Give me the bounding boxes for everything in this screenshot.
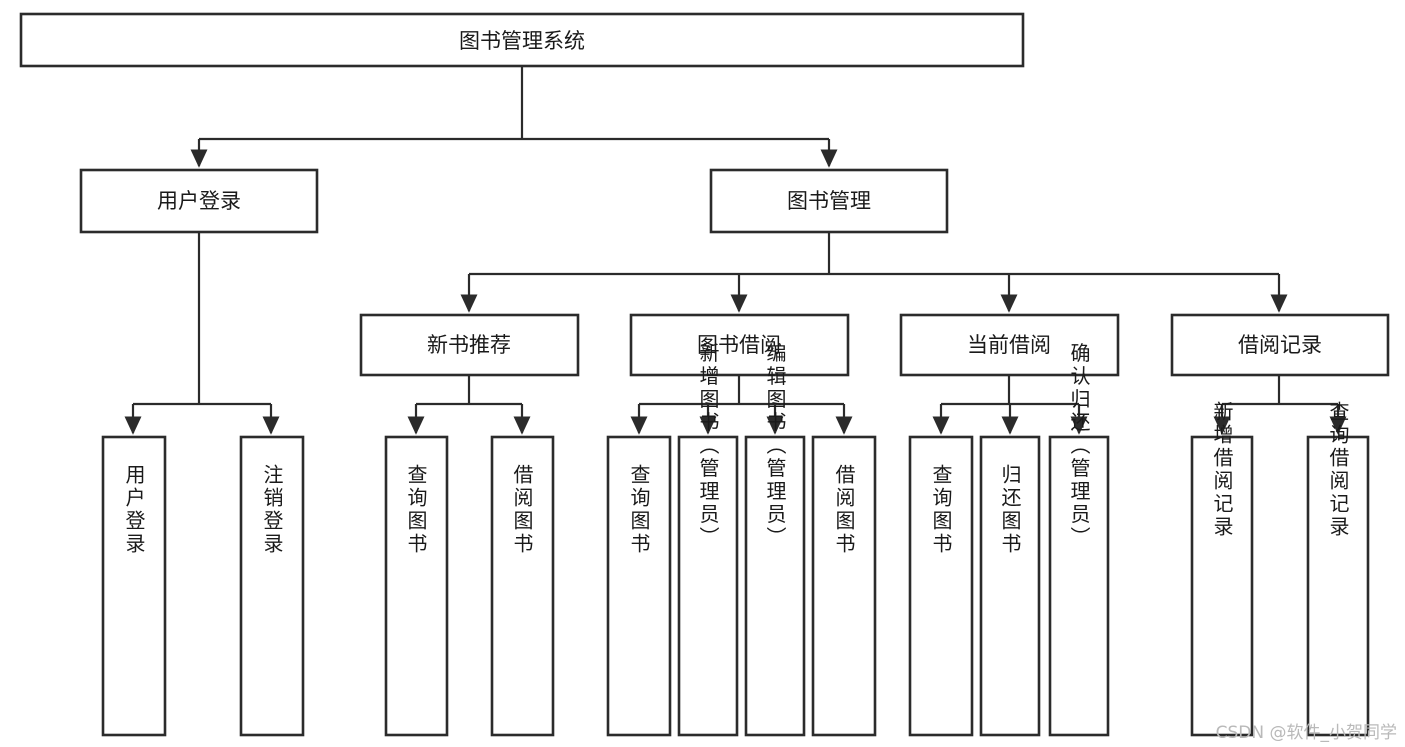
leaf-logout-login-label: 注销登录 — [260, 464, 284, 556]
leaf-query-book-2-label: 查询图书 — [627, 464, 651, 556]
leaf-edit-book-box[interactable] — [744, 435, 806, 737]
node-leaf-query-book-1[interactable]: 查询图书 — [384, 435, 449, 737]
leaf-add-book-label: 新增图书（管理员） — [696, 342, 720, 549]
node-root[interactable]: 图书管理系统 — [19, 12, 1025, 68]
node-leaf-logout-login[interactable]: 注销登录 — [239, 435, 305, 737]
leaf-query-record-box[interactable] — [1306, 435, 1370, 737]
leaf-add-record-box[interactable] — [1190, 435, 1254, 737]
node-leaf-user-login[interactable]: 用户登录 — [101, 435, 167, 737]
node-current-borrow[interactable]: 当前借阅 — [899, 313, 1120, 377]
node-book-borrow[interactable]: 图书借阅 — [629, 313, 850, 377]
leaf-borrow-book-1-label: 借阅图书 — [510, 464, 534, 556]
book-management-label: 图书管理 — [787, 189, 871, 213]
leaf-logout-login-box[interactable] — [239, 435, 305, 737]
leaf-user-login-label: 用户登录 — [122, 464, 146, 556]
leaf-query-book-2-box[interactable] — [606, 435, 672, 737]
node-leaf-add-record[interactable]: 新增借阅记录 — [1190, 401, 1254, 737]
book-borrow-box[interactable] — [629, 313, 850, 377]
leaf-borrow-book-1-box[interactable] — [490, 435, 555, 737]
leaf-return-book-label: 归还图书 — [998, 464, 1022, 556]
node-leaf-query-book-3[interactable]: 查询图书 — [908, 435, 974, 737]
node-borrow-record[interactable]: 借阅记录 — [1170, 313, 1390, 377]
node-book-management[interactable]: 图书管理 — [709, 168, 949, 234]
csdn-watermark: CSDN @软件_小贺同学 — [1215, 723, 1397, 743]
book-borrow-label: 图书借阅 — [697, 333, 781, 357]
node-leaf-add-book[interactable]: 新增图书（管理员） — [677, 342, 739, 737]
leaf-user-login-box[interactable] — [101, 435, 167, 737]
leaf-borrow-book-2-box[interactable] — [811, 435, 877, 737]
leaf-confirm-return-label: 确认归还（管理员） — [1067, 342, 1091, 549]
user-login-box[interactable] — [79, 168, 319, 234]
node-new-book-recommend[interactable]: 新书推荐 — [359, 313, 580, 377]
root-box[interactable] — [19, 12, 1025, 68]
current-borrow-label: 当前借阅 — [967, 333, 1051, 357]
user-login-label: 用户登录 — [157, 189, 241, 213]
leaf-add-record-label: 新增借阅记录 — [1210, 401, 1234, 539]
node-leaf-edit-book[interactable]: 编辑图书（管理员） — [744, 342, 806, 737]
leaf-query-book-1-label: 查询图书 — [404, 464, 428, 556]
current-borrow-box[interactable] — [899, 313, 1120, 377]
node-leaf-query-book-2[interactable]: 查询图书 — [606, 435, 672, 737]
borrow-record-label: 借阅记录 — [1238, 333, 1322, 357]
leaf-borrow-book-2-label: 借阅图书 — [832, 464, 856, 556]
node-leaf-borrow-book-1[interactable]: 借阅图书 — [490, 435, 555, 737]
leaf-query-record-label: 查询借阅记录 — [1326, 401, 1350, 539]
leaf-add-book-box[interactable] — [677, 435, 739, 737]
node-leaf-borrow-book-2[interactable]: 借阅图书 — [811, 435, 877, 737]
node-leaf-query-record[interactable]: 查询借阅记录 — [1306, 401, 1370, 737]
node-leaf-return-book[interactable]: 归还图书 — [979, 435, 1041, 737]
book-management-box[interactable] — [709, 168, 949, 234]
leaf-query-book-1-box[interactable] — [384, 435, 449, 737]
root-label: 图书管理系统 — [459, 29, 585, 53]
leaf-query-book-3-label: 查询图书 — [929, 464, 953, 556]
borrow-record-box[interactable] — [1170, 313, 1390, 377]
node-user-login[interactable]: 用户登录 — [79, 168, 319, 234]
edge-layer — [124, 66, 1347, 435]
leaf-confirm-return-box[interactable] — [1048, 435, 1110, 737]
leaf-query-book-3-box[interactable] — [908, 435, 974, 737]
leaf-return-book-box[interactable] — [979, 435, 1041, 737]
node-leaf-confirm-return[interactable]: 确认归还（管理员） — [1048, 342, 1110, 737]
new-book-recommend-label: 新书推荐 — [427, 333, 511, 357]
new-book-recommend-box[interactable] — [359, 313, 580, 377]
leaf-edit-book-label: 编辑图书（管理员） — [763, 342, 787, 549]
